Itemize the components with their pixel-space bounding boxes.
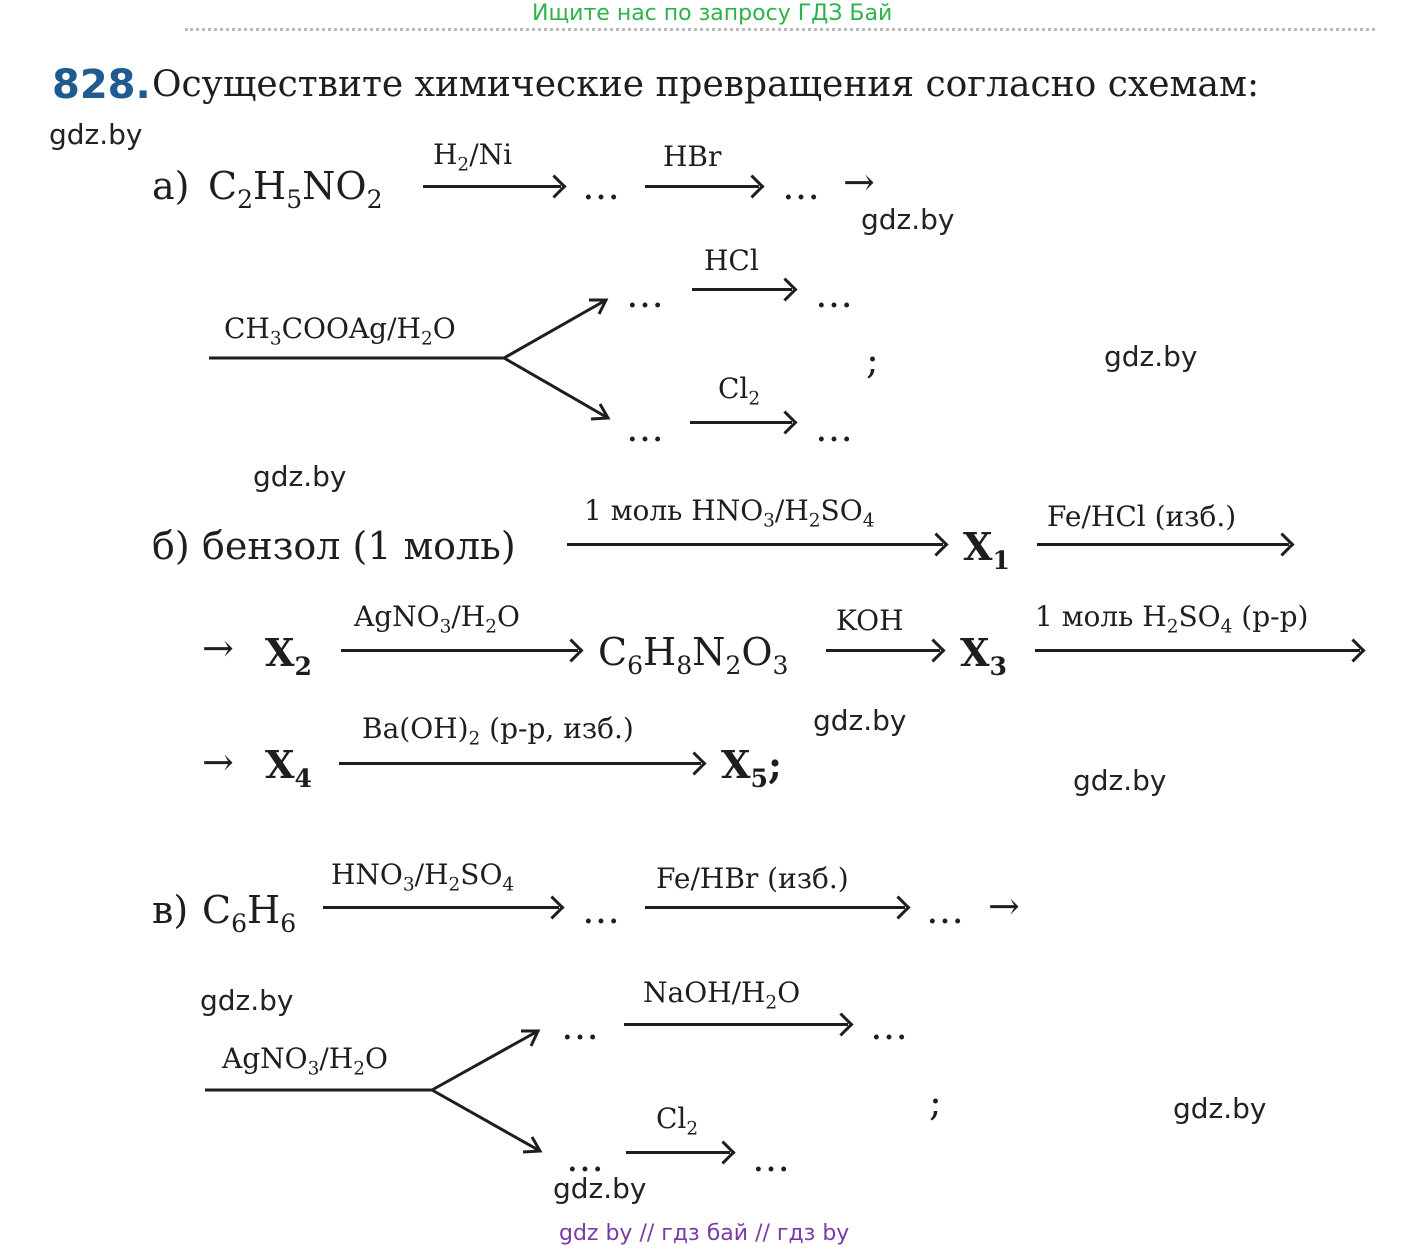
part-b-reagent-1: 1 моль HNO3/H2SO4 — [584, 494, 875, 532]
part-c-upper-reagent: NaOH/H2O — [643, 976, 801, 1014]
ellipsis: … — [626, 406, 664, 450]
part-b-x1: X1 — [963, 524, 1010, 575]
ellipsis: … — [870, 1004, 908, 1048]
reaction-arrow — [339, 762, 701, 765]
problem-number: 828. — [52, 62, 151, 108]
search-banner: Ищите нас по запросу ГДЗ Бай — [532, 1, 893, 26]
part-b-reagent-5: 1 моль H2SO4 (р-р) — [1035, 600, 1309, 638]
watermark: gdz.by — [553, 1172, 647, 1205]
watermark: gdz.by — [1073, 764, 1167, 797]
part-c-lower-reagent: Cl2 — [656, 1102, 699, 1140]
part-a-label: а) — [152, 164, 190, 208]
footer-links: gdz by // гдз бай // гдз by — [559, 1221, 850, 1246]
part-b-x2: X2 — [265, 630, 312, 681]
semicolon: ; — [929, 1080, 942, 1124]
continue-arrow: → — [202, 626, 234, 670]
part-b-label: б) — [152, 524, 190, 568]
ellipsis: … — [752, 1136, 790, 1180]
ellipsis: … — [782, 164, 820, 208]
reaction-arrow — [567, 543, 943, 546]
part-b-reagent-2: Fe/HCl (изб.) — [1047, 500, 1237, 533]
ellipsis: … — [582, 164, 620, 208]
reaction-arrow — [423, 185, 561, 188]
reaction-arrow — [323, 906, 559, 909]
watermark: gdz.by — [861, 203, 955, 236]
ellipsis: … — [926, 888, 964, 932]
watermark: gdz.by — [813, 704, 907, 737]
part-a-reagent-2: HBr — [663, 140, 722, 173]
watermark: gdz.by — [200, 984, 294, 1017]
part-a-reagent-1: H2/Ni — [433, 138, 513, 176]
reaction-arrow — [645, 906, 905, 909]
part-a-start-compound: C2H5NO2 — [208, 164, 383, 214]
part-c-start-compound: C6H6 — [202, 888, 297, 938]
part-b-x4: X4 — [265, 742, 312, 793]
part-b-reagent-6: Ba(OH)2 (р-р, изб.) — [362, 712, 634, 750]
part-a-lower-reagent: Cl2 — [718, 372, 761, 410]
reaction-arrow — [626, 1151, 730, 1154]
reaction-arrow — [1037, 543, 1289, 546]
part-c-reagent-2: Fe/HBr (изб.) — [656, 862, 849, 895]
continue-arrow: → — [202, 740, 234, 784]
part-b-start-compound: бензол (1 моль) — [202, 524, 516, 568]
part-b-x3: X3 — [960, 630, 1007, 681]
reaction-arrow — [1035, 649, 1360, 652]
continue-arrow: → — [988, 884, 1020, 928]
part-b-x5: X5; — [721, 742, 782, 793]
ellipsis: … — [566, 1136, 604, 1180]
reaction-arrow — [826, 649, 940, 652]
part-c-reagent-1: HNO3/H2SO4 — [331, 858, 515, 896]
part-b-reagent-4: KOH — [836, 604, 904, 637]
part-a-upper-reagent: HCl — [704, 244, 759, 277]
ellipsis: … — [815, 406, 853, 450]
watermark: gdz.by — [1173, 1092, 1267, 1125]
ellipsis: … — [626, 272, 664, 316]
watermark: gdz.by — [49, 118, 143, 151]
part-c-label: в) — [152, 888, 189, 932]
reaction-arrow — [690, 421, 792, 424]
ellipsis: … — [561, 1004, 599, 1048]
watermark: gdz.by — [253, 460, 347, 493]
ellipsis: … — [815, 272, 853, 316]
reaction-arrow — [645, 185, 759, 188]
reaction-arrow — [341, 649, 578, 652]
reaction-arrow — [624, 1023, 848, 1026]
reaction-arrow — [692, 288, 792, 291]
part-c-branch-reagent: AgNO3/H2O — [222, 1042, 388, 1080]
semicolon: ; — [866, 338, 879, 382]
part-a-branch-reagent: CH3COOAg/H2O — [224, 312, 456, 350]
part-b-intermediate: C6H8N2O3 — [598, 630, 789, 680]
ellipsis: … — [582, 888, 620, 932]
continue-arrow: → — [843, 160, 875, 204]
watermark: gdz.by — [1104, 340, 1198, 373]
scan-edge-line — [185, 28, 1375, 31]
problem-title: Осуществите химические превращения согла… — [152, 64, 1260, 105]
part-b-reagent-3: AgNO3/H2O — [354, 600, 520, 638]
